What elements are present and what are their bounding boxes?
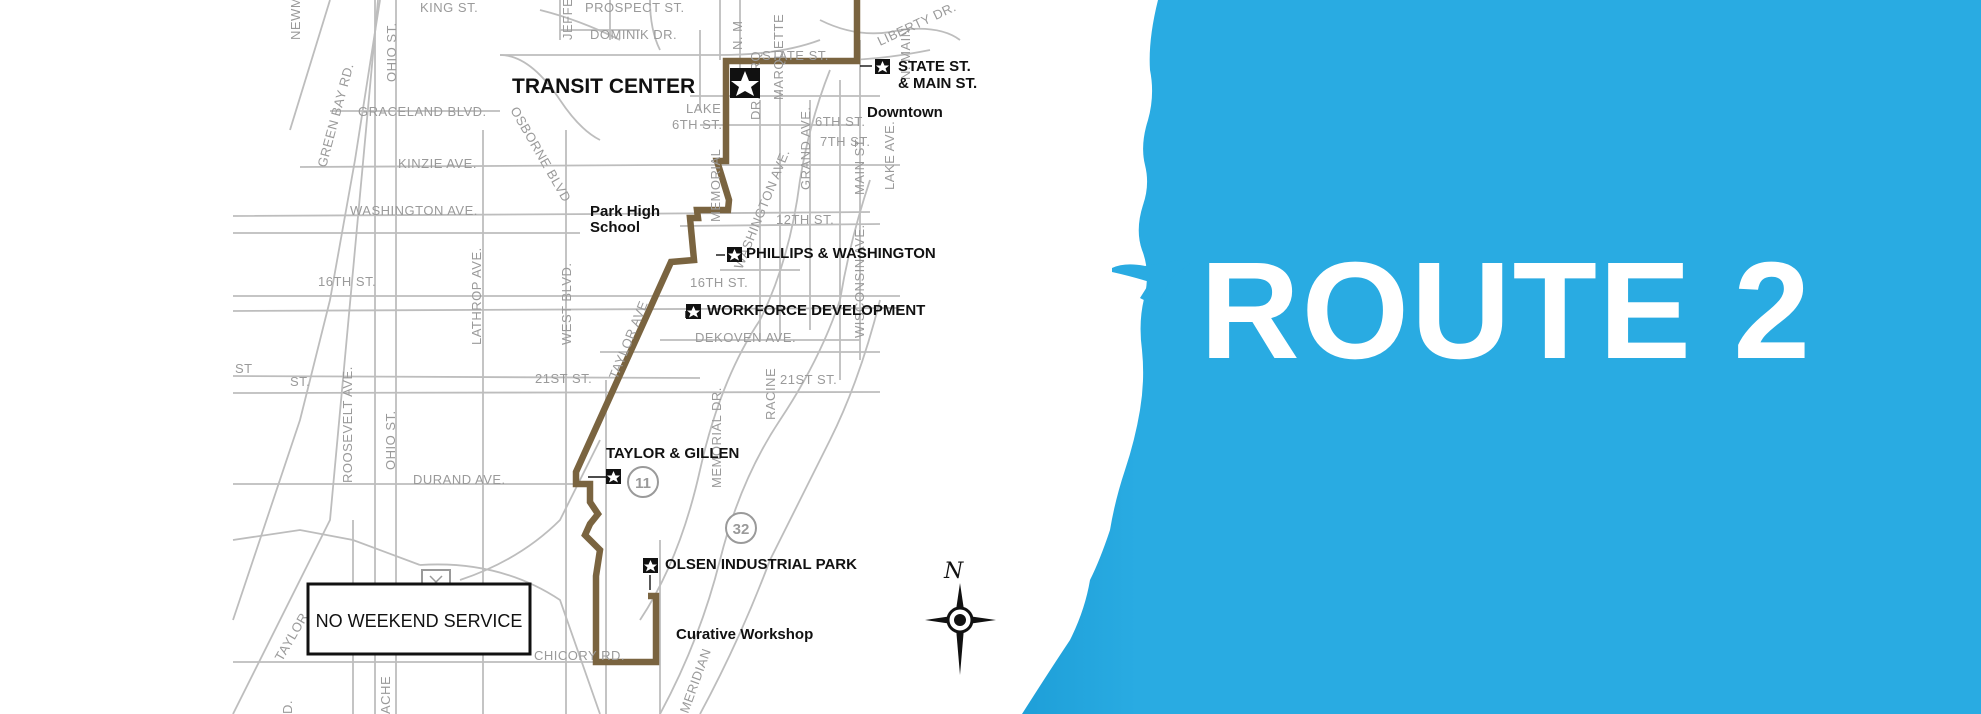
street-label: WASHINGTON AVE. [350,203,478,218]
street-label: ST [235,361,253,376]
street-label: 7TH ST. [820,134,870,149]
stop-label-phillips-washington: PHILLIPS & WASHINGTON [746,245,936,262]
street-label: ACHE [378,676,393,714]
lake-michigan [1022,0,1981,714]
street-label: ROOSEVELT AVE. [340,366,355,483]
street-label: LIBERTY DR. [875,0,959,49]
shield-number: 32 [733,521,750,538]
street-label: LAKE AVE. [882,121,897,190]
stop-star-icon[interactable] [606,469,621,484]
street-label: 21ST ST. [535,371,592,386]
street-label: NEWMAN [288,0,303,40]
stop-label-workforce-development: WORKFORCE DEVELOPMENT [707,302,925,319]
street-label: 16TH ST. [318,274,376,289]
shield-number: 11 [635,475,651,492]
street-label: DURAND AVE. [413,472,506,487]
street-label: MEMORIAL DR. [709,387,724,488]
street-label: KINZIE AVE. [398,156,477,171]
street-label: MARQUETTE [771,14,786,100]
street-label: TAYLOR [272,610,312,663]
notice-text: NO WEEKEND SERVICE [316,611,523,631]
route-shield-icon: 11 [627,466,659,498]
street-label: 12TH ST. [776,212,834,227]
street-label: LAKE [686,101,721,116]
street-label: STATE ST. [762,48,829,63]
street-label: JEFFERS [560,0,575,40]
stop-label-olsen-industrial-park: OLSEN INDUSTRIAL PARK [665,556,857,573]
compass-rose-icon: N [925,559,996,675]
street-label: PROSPECT ST. [585,0,685,15]
street-label: OSBORNE BLVD [507,104,574,205]
stop-star-icon[interactable] [686,304,701,319]
street-label: OHIO ST. [384,22,399,82]
street-label: LATHROP AVE. [469,247,484,345]
route-2-line [572,0,861,666]
street-label: N. M [730,21,745,50]
street-label: 6TH ST. [672,117,722,132]
street-label: 6TH ST. [815,114,865,129]
street-label: DOMINIK DR. [590,27,677,42]
curative-workshop-label: Curative Workshop [676,626,813,643]
street-label: DEKOVEN AVE. [695,330,796,345]
no-weekend-service-notice: NO WEEKEND SERVICE [306,582,532,656]
route-shield-icon: 32 [725,512,757,544]
stop-star-icon[interactable] [875,59,890,74]
street-label: ST. [290,374,310,389]
street-label: KING ST. [420,0,478,15]
park-high-label: Park High [590,203,660,220]
street-label: CHICORY RD. [534,648,625,663]
street-label: MERIDIAN [677,646,714,714]
street-network [232,0,961,714]
street-label: OHIO ST. [383,410,398,470]
street-label: 16TH ST. [690,275,748,290]
street-label: RACINE [763,368,778,420]
downtown-label: Downtown [867,104,943,121]
street-label: MEMORIAL [708,149,723,222]
stop-label-state-main: STATE ST. [898,58,971,75]
street-label: TAYLOR AVE [606,299,651,382]
street-label: WEST BLVD. [559,262,574,345]
stop-star-icon[interactable] [643,558,658,573]
street-label: MAIN ST. [852,136,867,195]
stop-label-taylor-gillen: TAYLOR & GILLEN [606,445,739,462]
transit-center-label: TRANSIT CENTER [512,75,695,98]
street-label: GREEN BAY RD. [314,61,356,168]
compass-north-letter: N [943,559,964,584]
stop-label-state-main-2: & MAIN ST. [898,75,977,92]
street-label: GRAND AVE. [798,106,813,190]
route-title: ROUTE 2 [1200,234,1812,388]
transit-center-star-icon[interactable] [730,68,760,98]
stop-star-icon[interactable] [727,247,742,262]
street-label: GRACELAND BLVD. [358,104,487,119]
harbor-shape [1112,260,1190,302]
street-label: N. MAIN [898,27,913,80]
park-high-label-2: School [590,219,640,236]
street-label: D. [280,700,295,714]
street-label: WISCONSIN AVE. [852,224,867,338]
street-label: 21ST ST. [780,372,837,387]
